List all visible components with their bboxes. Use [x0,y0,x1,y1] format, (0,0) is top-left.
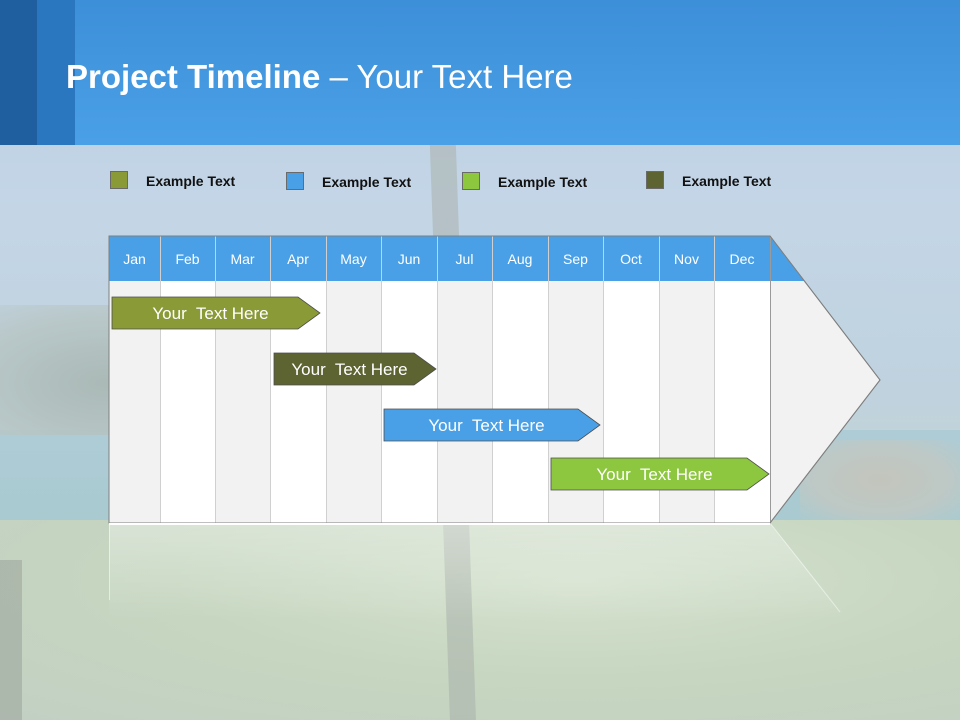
slide-title: Project Timeline – Your Text Here [66,58,573,96]
task-bar: Your Text Here [273,352,437,386]
legend-swatch [646,171,664,189]
month-label: Dec [730,251,755,267]
month-label: May [340,251,366,267]
header-bar: Project Timeline – Your Text Here [0,0,960,145]
timeline-outline [108,235,881,524]
task-bar-label: Your Text Here [596,465,712,484]
task-bar-shape [111,296,321,330]
task-bar-shape [383,408,601,442]
task-bar: Your Text Here [111,296,321,330]
month-column [326,281,381,523]
month-label: Jul [456,251,474,267]
legend-swatch [462,172,480,190]
month-label: Apr [287,251,309,267]
background-palm-trunk [0,560,22,720]
task-bar-shape [550,457,770,491]
timeline-reflection [109,523,840,620]
month-column [492,281,548,523]
task-bar-label: Your Text Here [152,304,268,323]
legend-label: Example Text [322,174,412,190]
month-label: Oct [620,251,642,267]
task-bar: Your Text Here [550,457,770,491]
legend-label: Example Text [682,173,772,189]
month-header-bar [109,236,804,281]
legend-label: Example Text [146,173,236,189]
month-label: Sep [563,251,588,267]
task-bar: Your Text Here [383,408,601,442]
month-labels: Jan Feb Mar Apr May Jun Jul Aug Sep Oct Nov Dec [123,251,754,267]
reflection-edge [769,522,841,613]
task-bar-shape [273,352,437,386]
title-bold: Project Timeline [66,58,321,95]
header-accent-band [0,0,37,145]
month-label: Mar [230,251,254,267]
header-accent-band [37,0,75,145]
legend-label: Example Text [498,174,588,190]
month-column [381,281,437,523]
task-bar-label: Your Text Here [428,416,544,435]
month-label: Jun [398,251,421,267]
legend-swatch [286,172,304,190]
month-label: Aug [508,251,533,267]
month-label: Nov [674,251,699,267]
month-label: Feb [175,251,199,267]
background-rocks [800,440,960,520]
month-column [437,281,492,523]
month-label: Jan [123,251,146,267]
legend-swatch [110,171,128,189]
task-bar-label: Your Text Here [291,360,407,379]
title-rest: – Your Text Here [320,58,573,95]
